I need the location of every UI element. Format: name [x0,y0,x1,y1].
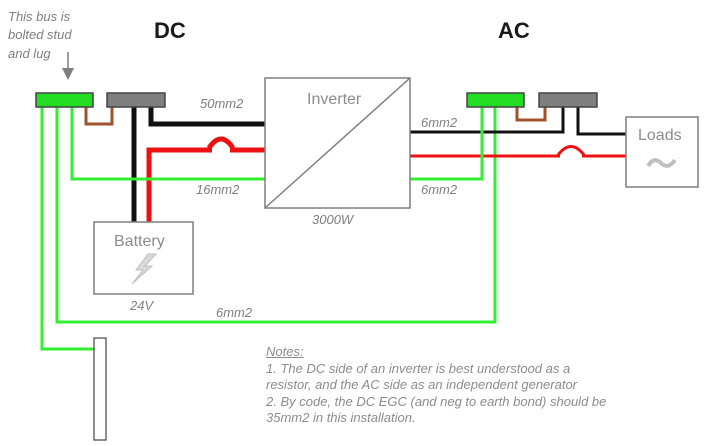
wire-label-50mm2: 50mm2 [200,96,244,111]
lightning-bolt-icon [131,253,158,285]
ac-neutral-bus [538,92,598,108]
dc-egc-wire [70,104,265,181]
inverter-diagonal [264,77,411,209]
ac-neutral-loads-wire [576,104,626,136]
tilde-ac-icon [646,158,677,168]
dc-positive-wire [146,147,212,222]
wire-label-6mm2-ground: 6mm2 [216,305,253,320]
notes-line-1: 1. The DC side of an inverter is best un… [266,360,571,376]
inverter-label: Inverter [307,91,362,108]
ac-ground-bus [466,92,525,108]
dc-negative-bus [106,92,166,108]
inverter-rating: 3000W [312,212,355,227]
notes-line-4: 35mm2 in this installation. [266,410,416,425]
ground-rod [93,337,107,441]
notes-title: Notes: [266,344,304,359]
battery-voltage: 24V [129,298,154,313]
bus-note-line-3: and lug [8,46,51,61]
ground-rod-wire [40,104,94,351]
dc-negative-inverter-wire [148,104,265,127]
dc-breaker-arc-icon [206,136,236,150]
ac-egc-wire [410,104,484,181]
notes-block: Notes: 1. The DC side of an inverter is … [266,344,706,427]
wire-label-16mm2: 16mm2 [196,182,240,197]
bus-note-line-2: bolted stud [8,27,72,42]
ac-bond-wire [515,104,547,122]
battery-box [93,221,194,295]
dc-ground-bus [35,92,94,108]
bus-note-line-1: This bus is [8,9,71,24]
ac-breaker-arc-icon [556,145,586,156]
wire-label-6mm2-ac-bottom: 6mm2 [421,182,458,197]
battery-label: Battery [114,233,165,250]
ac-neutral-inverter-wire [410,104,565,134]
notes-line-3: 2. By code, the DC EGC (and neg to earth… [266,393,607,409]
ac-title: AC [498,18,530,43]
notes-line-2: resistor, and the AC side as an independ… [266,377,578,392]
loads-label: Loads [638,127,682,144]
dc-bond-wire [84,104,114,126]
dc-title: DC [154,18,186,43]
ground-interconnect-wire [55,104,497,324]
wire-label-6mm2-ac-top: 6mm2 [421,115,458,130]
loads-box [625,116,699,188]
